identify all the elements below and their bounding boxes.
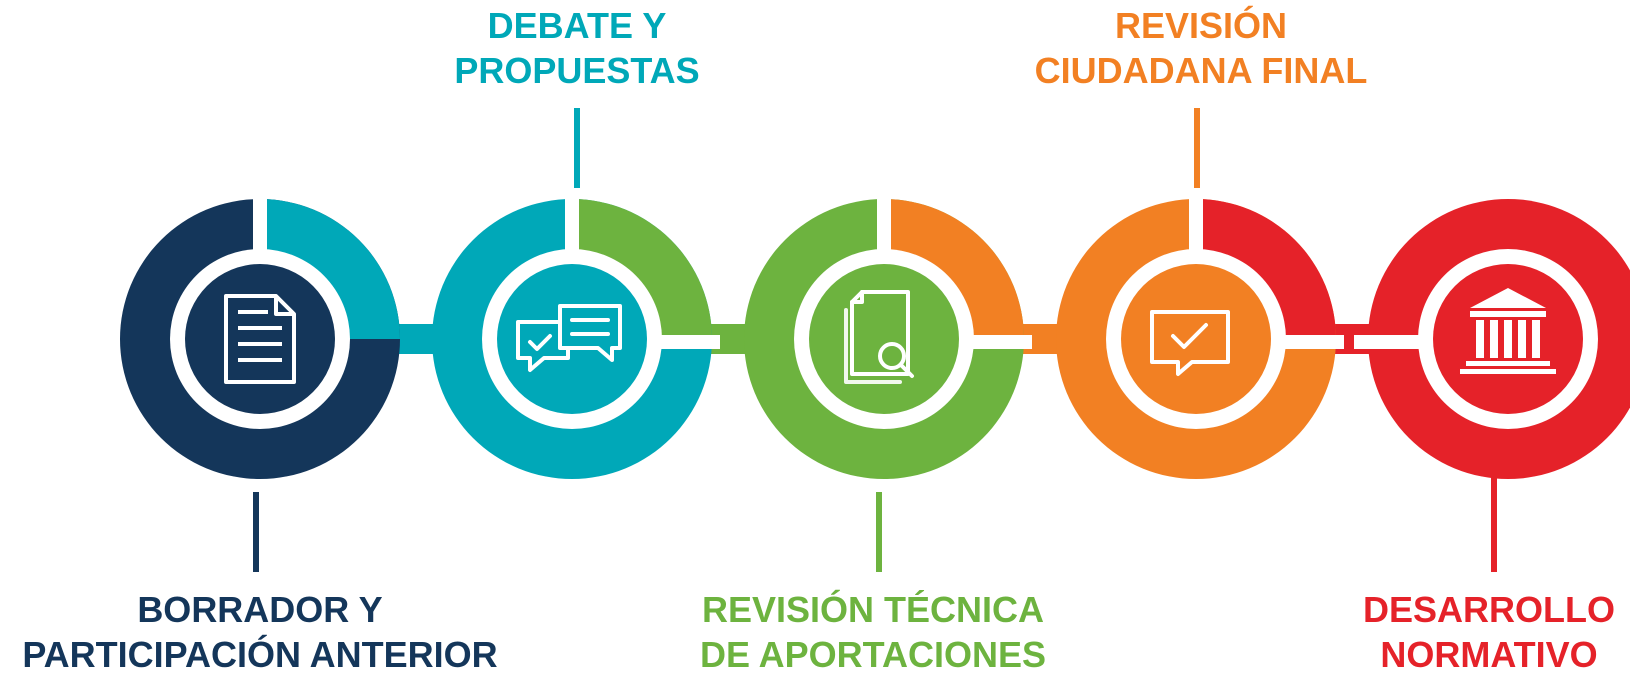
stage-1-label: BORRADOR Y PARTICIPACIÓN ANTERIOR [22,587,497,677]
chat-bubbles-icon [516,304,622,372]
checkmark-monitor-icon [1150,310,1230,376]
stage-4-label: REVISIÓN CIUDADANA FINAL [1035,3,1368,93]
stage-2-leader-line [574,108,580,188]
stage-1-label-line1: BORRADOR Y [137,589,383,630]
stage-4-label-line1: REVISIÓN [1114,5,1288,46]
stage-5-label: DESARROLLO NORMATIVO [1363,587,1615,677]
stage-4-label-line2: CIUDADANA FINAL [1034,50,1368,91]
stage-2-label: DEBATE Y PROPUESTAS [454,3,699,93]
stage-2-label-line1: DEBATE Y [487,5,667,46]
stage-3-leader-line [876,492,882,572]
government-building-icon [1460,288,1556,374]
stage-2-label-line2: PROPUESTAS [454,50,700,91]
stage-5-leader-line [1491,474,1497,572]
stage-1-leader-line [253,492,259,572]
stage-1-ring [120,195,400,479]
stage-3-label-line2: DE APORTACIONES [699,634,1047,675]
stage-1-label-line2: PARTICIPACIÓN ANTERIOR [22,634,498,675]
stage-4-ring [1056,195,1344,479]
document-icon [224,294,296,384]
stage-3-label: REVISIÓN TÉCNICA DE APORTACIONES [700,587,1046,677]
stage-3-label-line1: REVISIÓN TÉCNICA [701,589,1045,630]
document-search-icon [844,290,914,384]
stage-3-ring [744,195,1032,479]
stage-5-label-line2: NORMATIVO [1380,634,1598,675]
stage-4-leader-line [1194,108,1200,188]
stage-5-label-line1: DESARROLLO [1363,589,1615,630]
